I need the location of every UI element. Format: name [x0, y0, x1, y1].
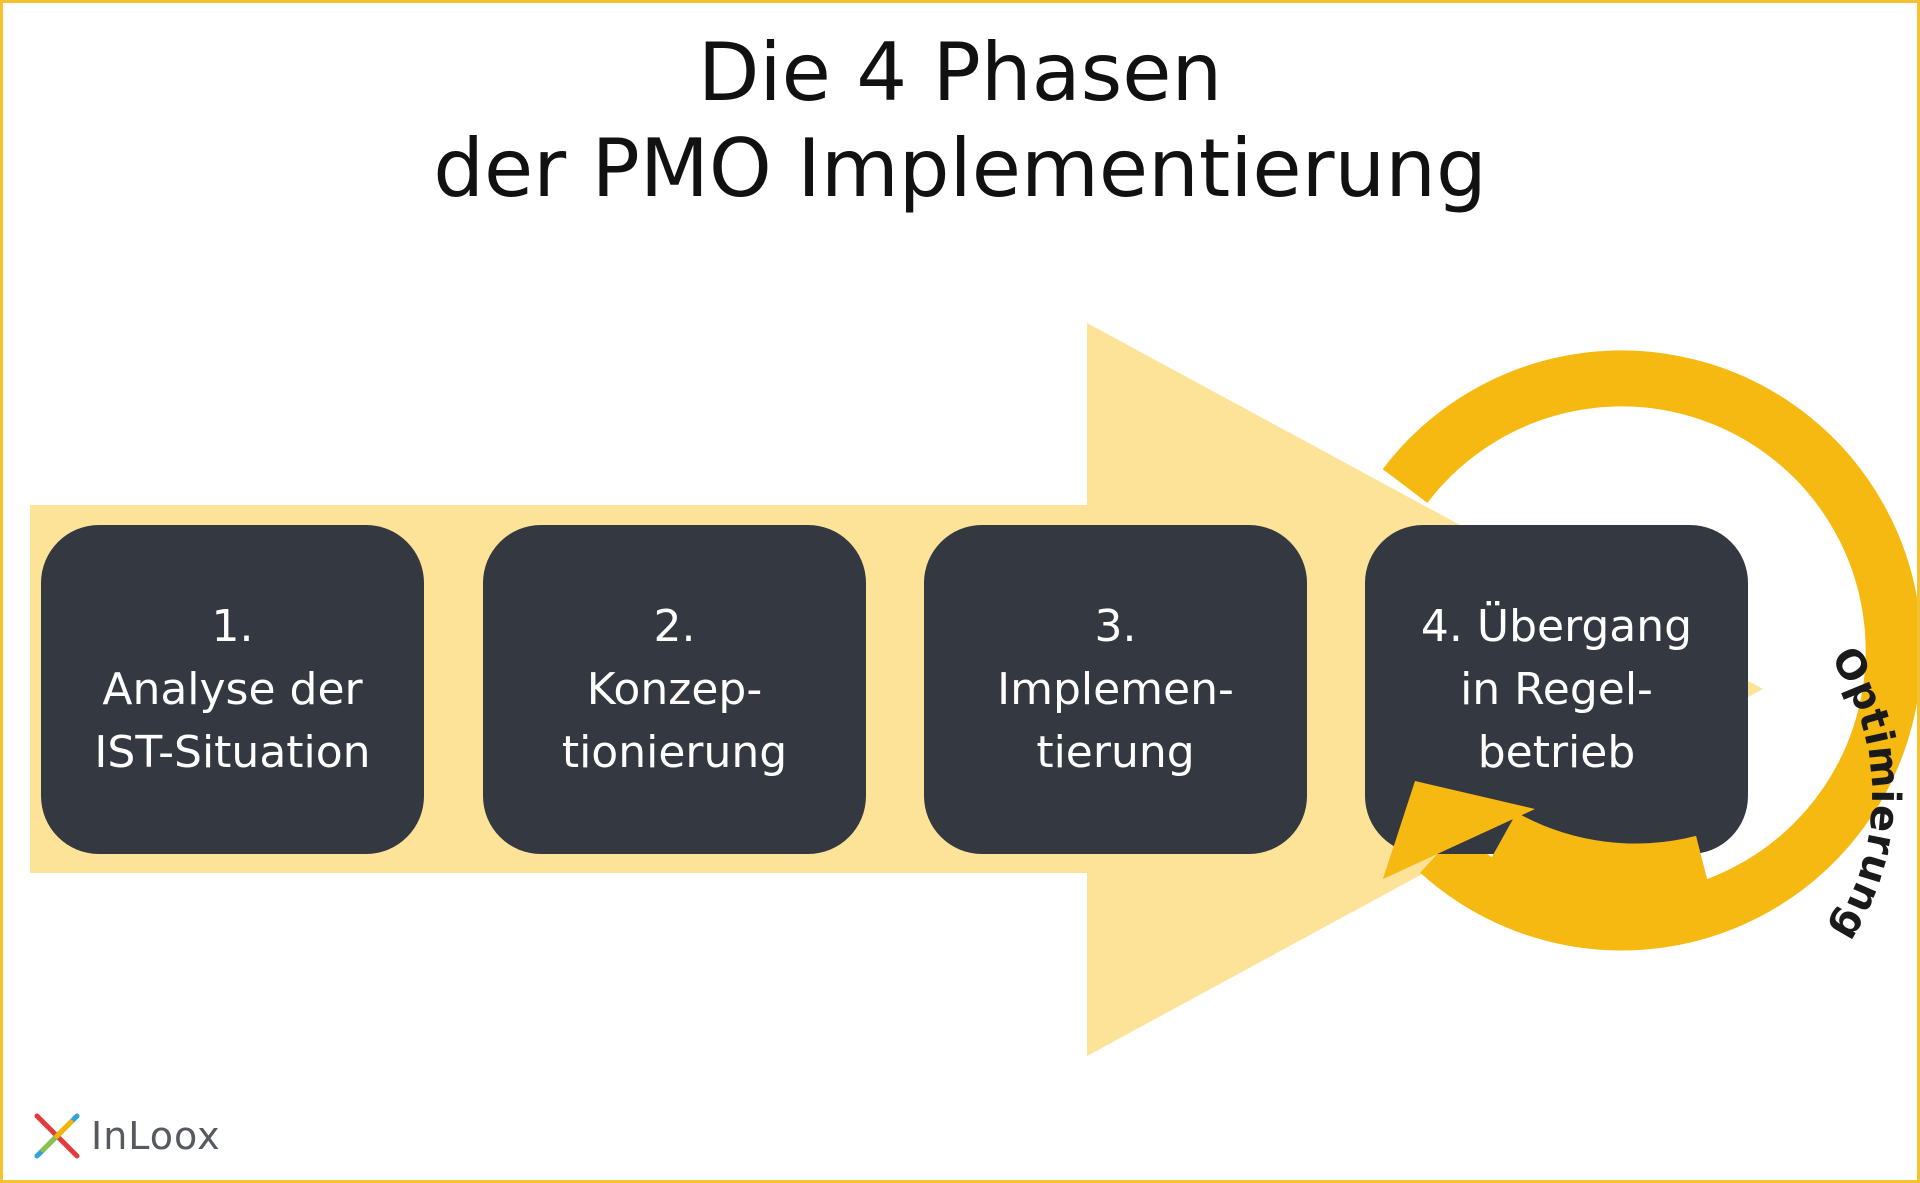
phase-4-line-2: in Regel- [1460, 664, 1653, 715]
inloox-logo-icon [34, 1113, 80, 1159]
title-line-1: Die 4 Phasen [697, 26, 1223, 119]
optimization-ring [1382, 350, 1917, 951]
process-arrow [30, 323, 1763, 1056]
page-title: Die 4 Phasen der PMO Implementierung [3, 25, 1917, 217]
phase-3-line-2: Implemen- [997, 664, 1234, 715]
phase-3-line-1: 3. [1094, 601, 1137, 652]
phase-2-line-3: tionierung [561, 727, 788, 778]
title-line-2: der PMO Implementierung [433, 122, 1487, 215]
phase-1-box: 1. Analyse der IST-Situation [41, 525, 424, 854]
phase-2-box: 2. Konzep- tionierung [483, 525, 866, 854]
phase-2-line-1: 2. [653, 601, 696, 652]
phase-4-line-1: 4. Übergang [1420, 601, 1693, 652]
phase-3-line-3: tierung [1036, 727, 1195, 778]
phase-2-line-2: Konzep- [586, 664, 763, 715]
phase-1-line-2: Analyse der [102, 664, 363, 715]
phase-1-line-3: IST-Situation [94, 727, 371, 778]
phase-4-line-3: betrieb [1477, 727, 1636, 778]
inloox-logo: InLoox [33, 1111, 221, 1161]
phase-3-box: 3. Implemen- tierung [924, 525, 1307, 854]
phase-1-line-1: 1. [211, 601, 254, 652]
process-diagram: Optimierung [30, 323, 1917, 1056]
inloox-logo-text: InLoox [91, 1114, 221, 1158]
phase-4-box: 4. Übergang in Regel- betrieb [1365, 525, 1748, 854]
